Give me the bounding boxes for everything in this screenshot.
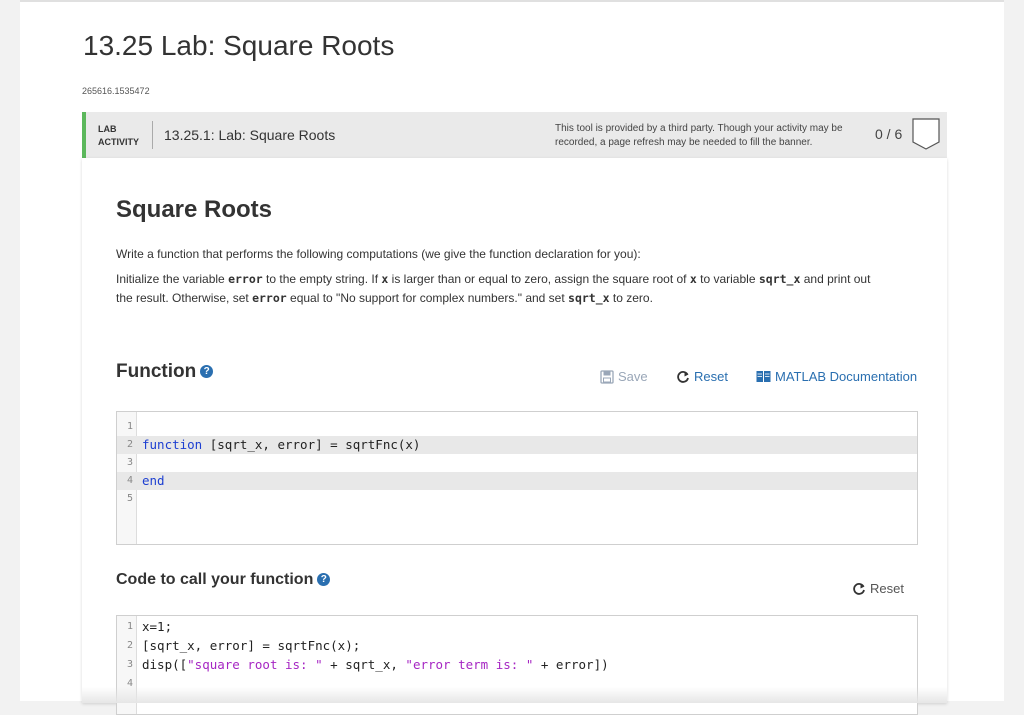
code-line[interactable]: 2 function [sqrt_x, error] = sqrtFnc(x) bbox=[117, 436, 917, 454]
code-line[interactable]: 1 bbox=[117, 418, 917, 436]
activity-score: 0 / 6 bbox=[875, 126, 903, 142]
line-number: 1 bbox=[126, 621, 133, 632]
line-number: 1 bbox=[126, 421, 133, 432]
instr-text: to the empty string. If bbox=[262, 272, 382, 286]
line-number: 2 bbox=[126, 439, 133, 450]
instr-text: and print out the result. Otherwise, set bbox=[116, 272, 871, 305]
function-code-editor[interactable]: 1 2 function [sqrt_x, error] = sqrtFnc(x) 3… bbox=[116, 411, 918, 545]
code-line[interactable]: 3 disp(["square root is: " + sqrt_x, "err… bbox=[117, 656, 917, 674]
code-line[interactable]: 4 end bbox=[117, 472, 917, 490]
code-text: x=1; bbox=[142, 618, 172, 636]
activity-type: LAB ACTIVITY bbox=[98, 123, 139, 149]
function-title-text: Function bbox=[116, 361, 197, 382]
code-line[interactable]: 4 bbox=[117, 675, 917, 693]
reset-arrow-icon bbox=[853, 582, 865, 595]
activity-type-line1: LAB bbox=[98, 124, 117, 134]
code-keyword: end bbox=[142, 473, 165, 488]
code-text: function [sqrt_x, error] = sqrtFnc(x) bbox=[142, 437, 421, 452]
scroll-fade bbox=[82, 687, 947, 703]
floppy-disk-icon bbox=[600, 369, 614, 384]
reset-label: Reset bbox=[694, 369, 728, 384]
code-line[interactable]: 3 bbox=[117, 454, 917, 472]
line-number: 2 bbox=[126, 640, 133, 651]
lab-content-card: Square Roots Write a function that perfo… bbox=[82, 158, 947, 715]
activity-name: 13.25.1: Lab: Square Roots bbox=[164, 127, 336, 143]
function-section-title: Function? bbox=[116, 361, 214, 383]
lab-instructions: Initialize the variable error to the emp… bbox=[116, 270, 876, 308]
matlab-documentation-link[interactable]: MATLAB Documentation bbox=[756, 369, 917, 384]
instr-code: sqrt_x bbox=[568, 291, 610, 305]
code-line[interactable]: 5 bbox=[117, 490, 917, 508]
completion-badge-icon bbox=[912, 118, 940, 150]
call-title-text: Code to call your function bbox=[116, 571, 314, 588]
lab-intro: Write a function that performs the follo… bbox=[116, 247, 641, 261]
call-reset-button[interactable]: Reset bbox=[852, 581, 904, 596]
code-string: "error term is: " bbox=[405, 657, 534, 672]
instr-text: Initialize the variable bbox=[116, 272, 229, 286]
code-text: [sqrt_x, error] = sqrtFnc(x); bbox=[142, 637, 360, 655]
save-label: Save bbox=[618, 369, 648, 384]
instr-code: error bbox=[228, 272, 263, 286]
instr-code: x bbox=[381, 272, 389, 286]
line-number: 4 bbox=[126, 475, 133, 486]
book-icon bbox=[756, 371, 771, 382]
line-number: 5 bbox=[126, 493, 133, 504]
instr-text: equal to "No support for complex numbers… bbox=[286, 291, 569, 305]
lab-heading: Square Roots bbox=[116, 196, 273, 223]
third-party-notice: This tool is provided by a third party. … bbox=[555, 123, 843, 148]
reset-label: Reset bbox=[870, 581, 904, 596]
instr-text: is larger than or equal to zero, assign … bbox=[388, 272, 690, 286]
code-token: disp([ bbox=[142, 657, 188, 672]
activity-banner: LAB ACTIVITY 13.25.1: Lab: Square Roots … bbox=[82, 112, 947, 158]
line-number: 3 bbox=[126, 659, 133, 670]
code-token: [sqrt_x, error] = sqrtFnc(x); bbox=[142, 638, 361, 653]
help-icon[interactable]: ? bbox=[317, 573, 331, 587]
docs-label: MATLAB Documentation bbox=[775, 369, 918, 384]
instr-code: x bbox=[689, 272, 697, 286]
line-number: 4 bbox=[126, 678, 133, 689]
page-title: 13.25 Lab: Square Roots bbox=[83, 30, 395, 61]
page: 13.25 Lab: Square Roots 265616.1535472 L… bbox=[20, 0, 1004, 715]
instr-code: sqrt_x bbox=[758, 272, 801, 286]
code-token: + error]) bbox=[533, 657, 609, 672]
help-icon[interactable]: ? bbox=[200, 365, 214, 379]
call-section-title: Code to call your function? bbox=[116, 571, 331, 589]
save-button[interactable]: Save bbox=[600, 369, 648, 384]
code-line[interactable]: 2 [sqrt_x, error] = sqrtFnc(x); bbox=[117, 637, 917, 655]
code-token: + sqrt_x, bbox=[322, 657, 406, 672]
code-line[interactable]: 1 x=1; bbox=[117, 618, 917, 636]
code-token: x=1; bbox=[142, 619, 173, 634]
instr-text: to zero. bbox=[609, 291, 653, 305]
reset-button[interactable]: Reset bbox=[676, 369, 728, 384]
code-text: end bbox=[142, 472, 165, 490]
banner-divider bbox=[152, 121, 153, 149]
code-keyword: function bbox=[142, 437, 203, 452]
page-id: 265616.1535472 bbox=[82, 86, 150, 96]
code-string: "square root is: " bbox=[187, 657, 323, 672]
activity-type-line2: ACTIVITY bbox=[98, 137, 140, 147]
reset-arrow-icon bbox=[677, 370, 689, 383]
instr-code: error bbox=[252, 291, 287, 305]
code-text: disp(["square root is: " + sqrt_x, "erro… bbox=[142, 656, 609, 674]
instr-text: to variable bbox=[696, 272, 759, 286]
line-number: 3 bbox=[126, 457, 133, 468]
